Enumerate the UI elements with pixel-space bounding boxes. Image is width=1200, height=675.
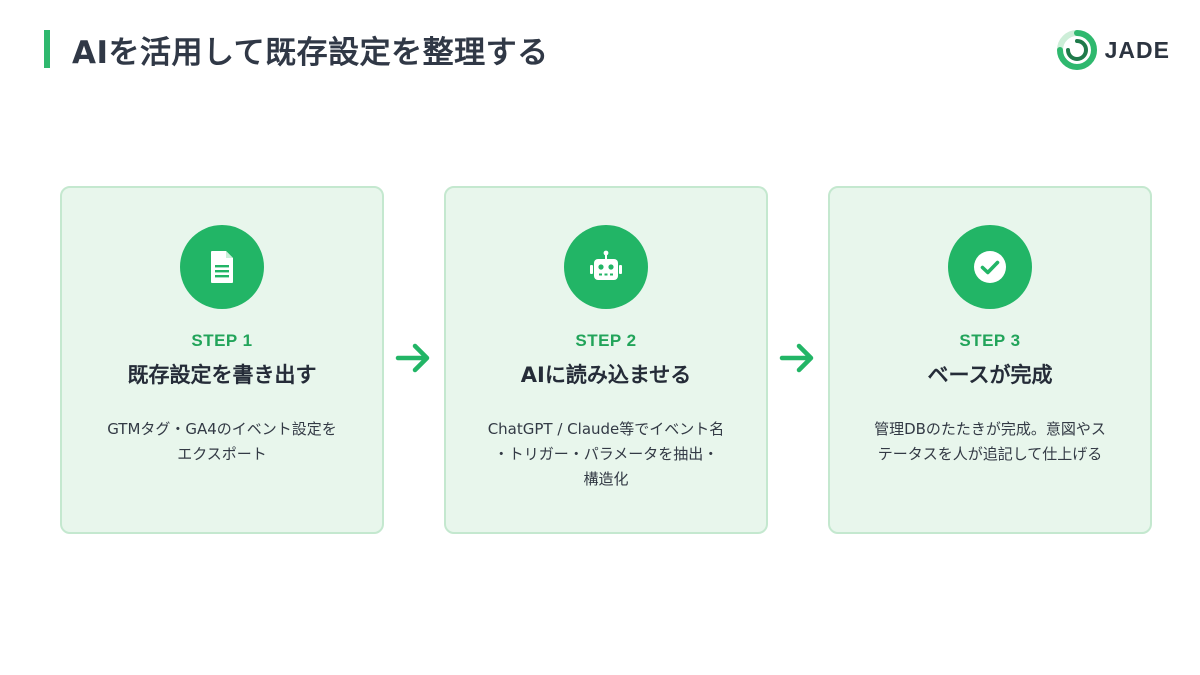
brand-logo: JADE	[1056, 30, 1170, 70]
step-card-2: STEP 2 AIに読み込ませる ChatGPT / Claude等でイベント名…	[444, 186, 768, 534]
step-3-title: ベースが完成	[927, 363, 1053, 387]
check-circle-icon	[974, 251, 1006, 283]
step-3-label: STEP 3	[959, 331, 1021, 350]
step-2-description: ChatGPT / Claude等でイベント名 ・トリガー・パラメータを抽出・ …	[487, 420, 725, 488]
jade-logo-icon	[1056, 30, 1097, 70]
arrow-right-icon	[768, 186, 828, 534]
robot-icon	[590, 250, 622, 280]
arrow-right-icon	[384, 186, 444, 534]
step-2-label: STEP 2	[575, 331, 637, 350]
page-header: AIを活用して既存設定を整理する	[44, 30, 549, 71]
title-accent-bar	[44, 30, 50, 68]
step-1-title: 既存設定を書き出す	[127, 363, 317, 387]
page-title: AIを活用して既存設定を整理する	[72, 34, 549, 71]
step-1-label: STEP 1	[191, 331, 253, 350]
step-1-description: GTMタグ・GA4のイベント設定を エクスポート	[107, 420, 337, 463]
step-2-icon-badge	[564, 225, 648, 309]
step-2-title: AIに読み込ませる	[520, 363, 692, 387]
step-card-1: STEP 1 既存設定を書き出す GTMタグ・GA4のイベント設定を エクスポー…	[60, 186, 384, 534]
document-icon	[211, 251, 233, 283]
steps-flow: STEP 1 既存設定を書き出す GTMタグ・GA4のイベント設定を エクスポー…	[60, 186, 1152, 534]
step-3-icon-badge	[948, 225, 1032, 309]
logo-text: JADE	[1104, 36, 1170, 63]
step-1-icon-badge	[180, 225, 264, 309]
step-3-description: 管理DBのたたきが完成。意図やス テータスを人が追記して仕上げる	[874, 420, 1106, 463]
step-card-3: STEP 3 ベースが完成 管理DBのたたきが完成。意図やス テータスを人が追記…	[828, 186, 1152, 534]
